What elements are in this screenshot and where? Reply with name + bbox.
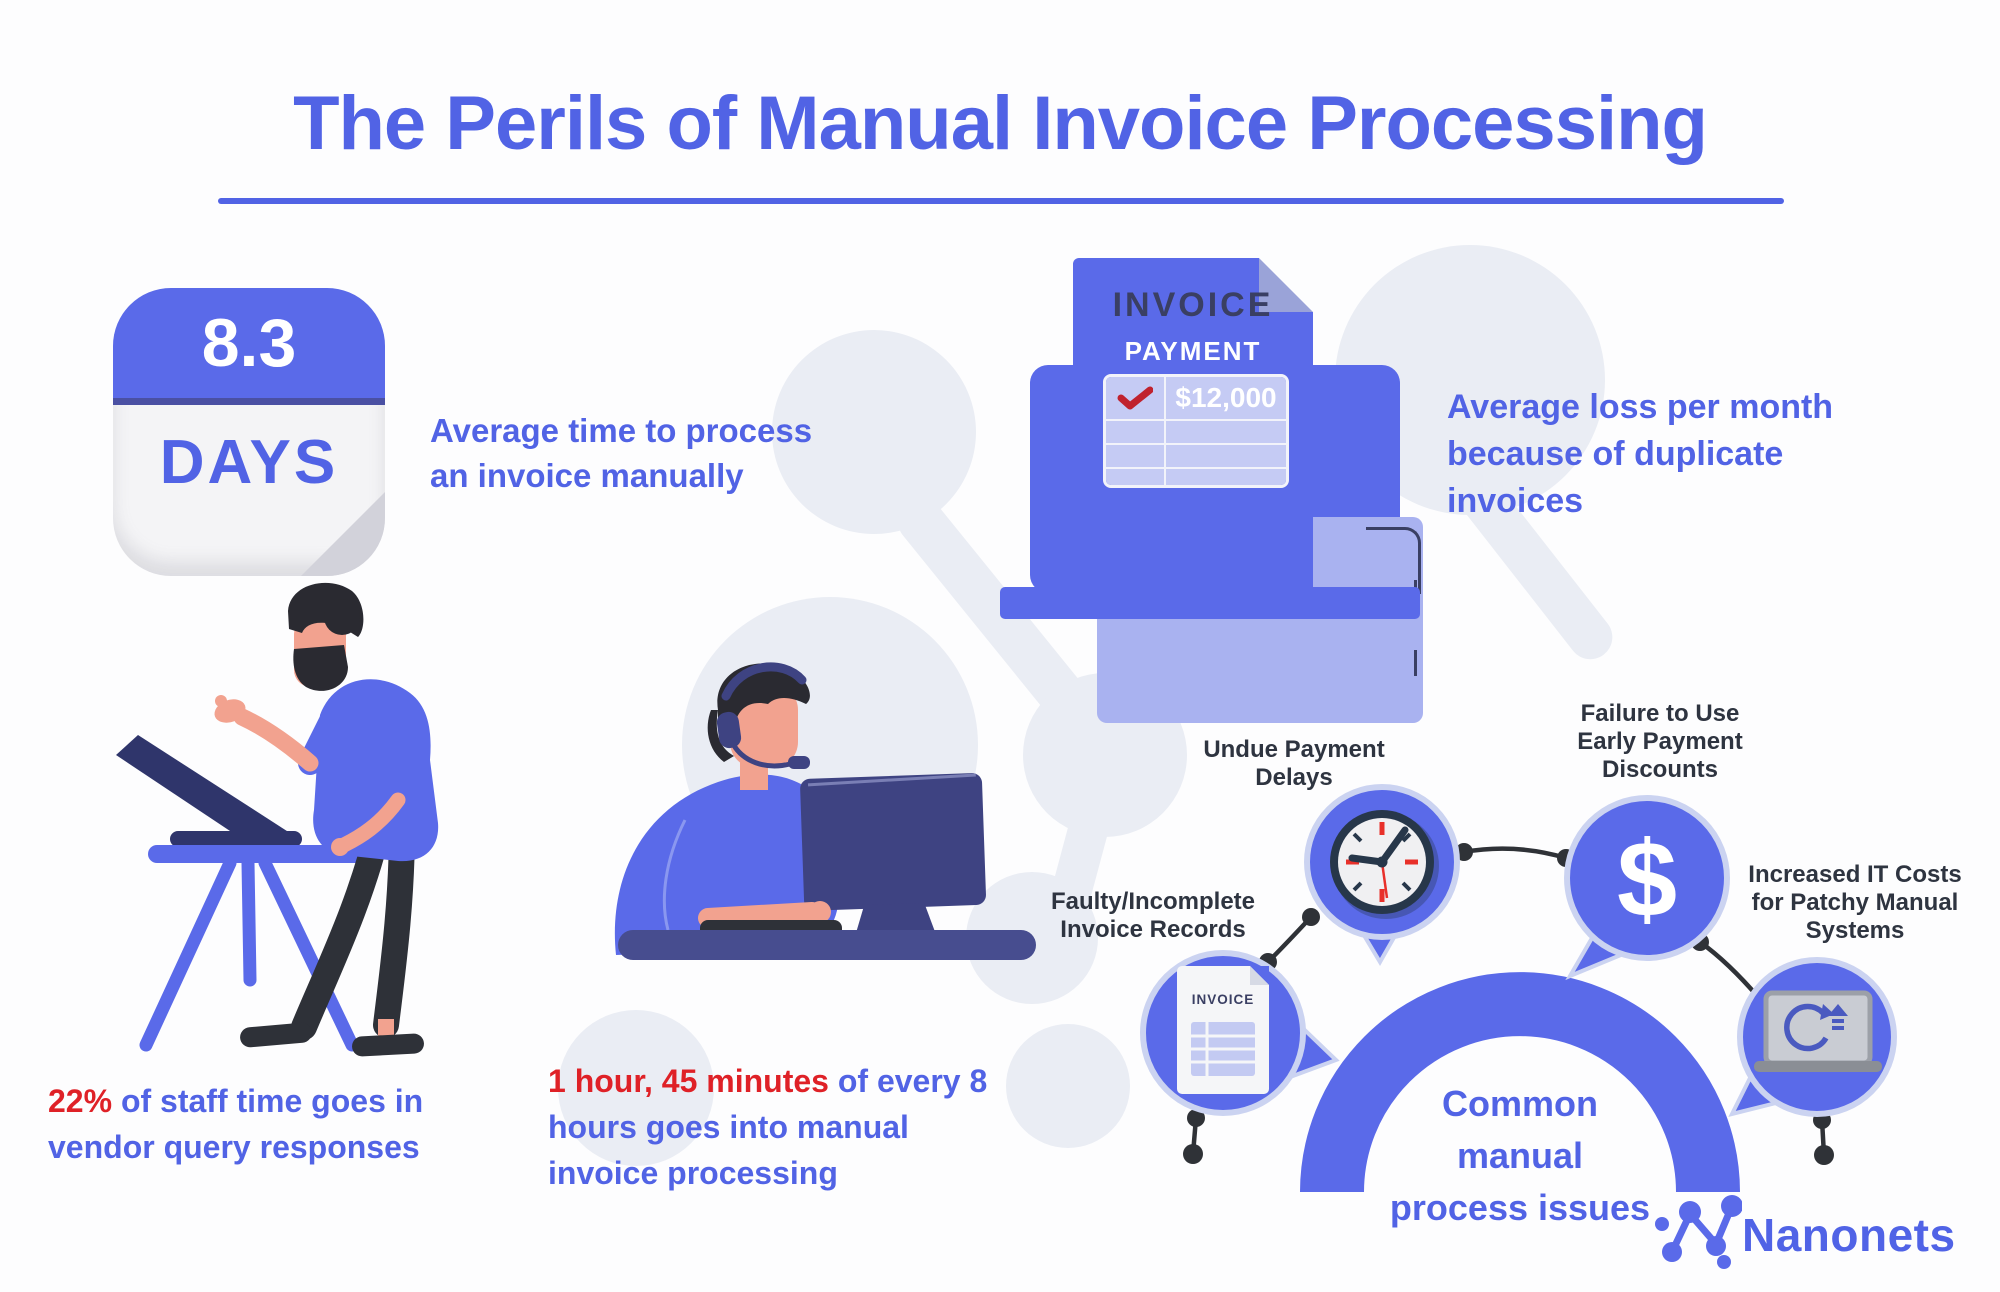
diagram-center-title: Common manual process issues [1389,1083,1651,1228]
invoice-amount: $12,000 [1175,382,1277,413]
tablet-edge-detail [1414,650,1417,676]
page-fold-icon [1259,258,1313,312]
stat-hours-rest: of every 8 hours goes into manual invoic… [548,1063,988,1191]
laptop-sync-icon [1754,990,1882,1072]
issue-label-faulty-records: Faulty/Incomplete Invoice Records [1050,888,1256,943]
checkmark-icon [1106,377,1166,419]
it-costs-bubble [1728,957,1897,1117]
stat-staff-rest: of staff time goes in vendor query respo… [48,1083,424,1165]
invoice-sheet-title: INVOICE [1112,286,1274,324]
tablet-outline [1366,527,1421,594]
invoice-sheet-subtitle: PAYMENT [1124,336,1262,366]
calendar-page-curl [301,492,385,576]
invoice-document-icon: INVOICE [1177,966,1269,1094]
invoice-records-bubble: INVOICE [1140,950,1340,1116]
stat-staff-highlight: 22% [48,1083,113,1119]
stat-hours: 1 hour, 45 minutes of every 8 hours goes… [548,1058,988,1196]
calendar-unit: DAYS [159,428,339,497]
invoice-sheet: INVOICE PAYMENT $12,000 [1073,258,1313,593]
person-at-standing-desk-illustration [116,582,439,1057]
invoice-table: $12,000 [1103,374,1289,488]
stat-average-loss: Average loss per month because of duplic… [1447,388,1834,520]
person-with-headset-illustration [614,662,1036,960]
issue-label-discounts: Failure to Use Early Payment Discounts [1577,700,1743,783]
nanonets-logo-icon [1655,1195,1742,1269]
dollar-icon: $ [1617,818,1677,939]
clock-icon [1330,810,1439,919]
stat-hours-highlight: 1 hour, 45 minutes [548,1063,829,1099]
stat-average-time: Average time to process an invoice manua… [430,412,813,494]
discounts-bubble: $ [1564,795,1730,981]
page-title: The Perils of Manual Invoice Processing [293,81,1708,166]
arch-shape [1300,972,1740,1193]
payment-delays-bubble [1304,784,1460,966]
calendar-value: 8.3 [113,288,385,398]
stat-staff-time: 22% of staff time goes in vendor query r… [48,1078,518,1170]
duplicate-invoice-illustration: INVOICE PAYMENT $12,000 [985,235,1425,723]
title-underline [218,198,1784,204]
invoice-icon-label: INVOICE [1192,992,1255,1007]
brand-name: Nanonets [1742,1209,1956,1261]
laptop-base [1000,587,1420,619]
calendar-icon: 8.3 DAYS [113,288,385,576]
calendar-divider [113,398,385,405]
issue-label-payment-delays: Undue Payment Delays [1203,736,1385,791]
issue-label-it-costs: Increased IT Costs for Patchy Manual Sys… [1748,861,1962,944]
